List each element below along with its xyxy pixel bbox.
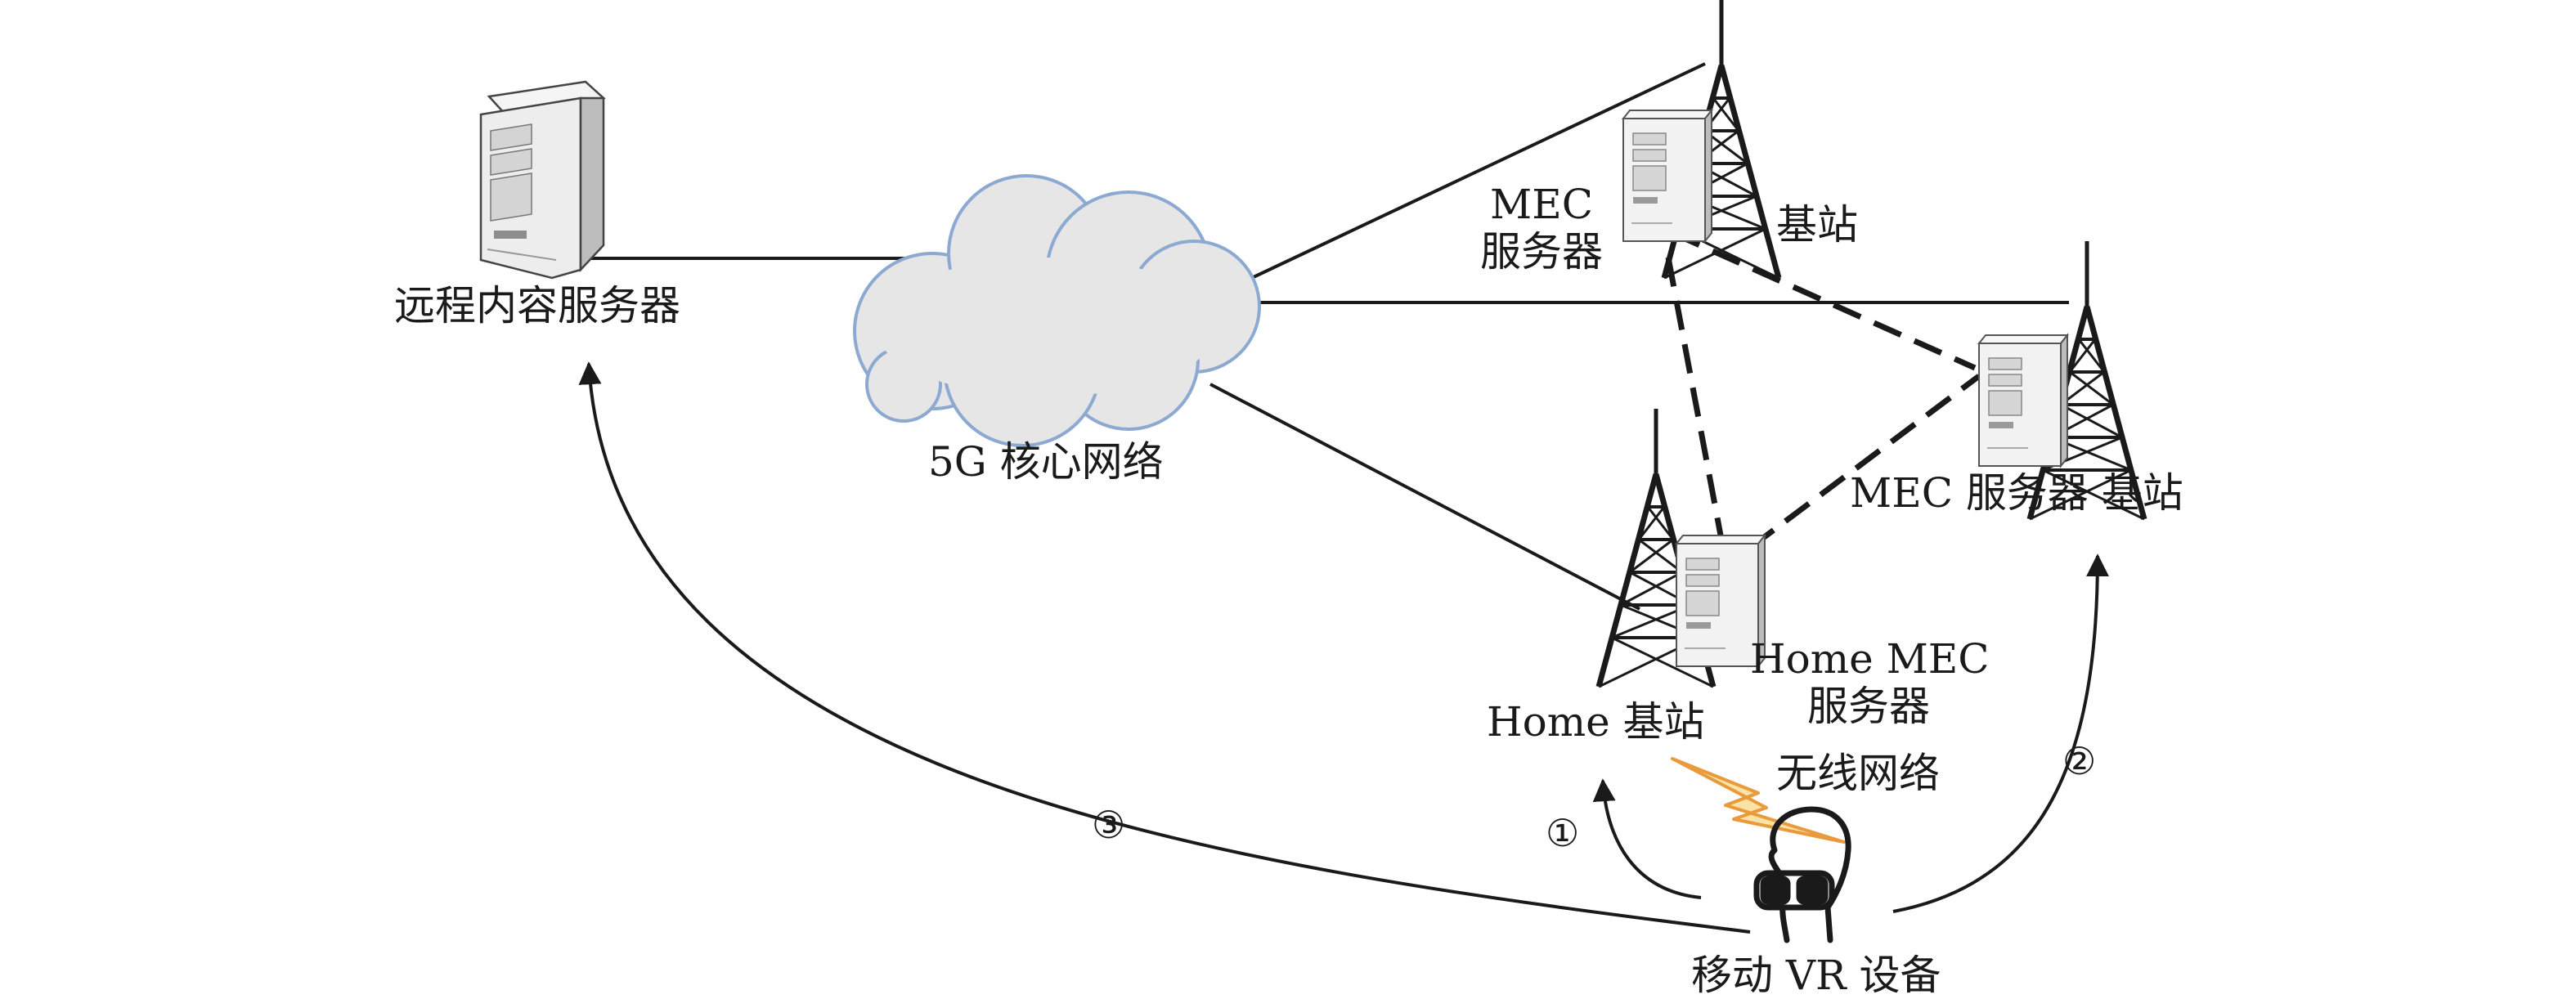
home-base-station-label: Home 基站 bbox=[1487, 698, 1705, 746]
top-base-station-label: 基站 bbox=[1776, 201, 1858, 249]
vr-device-label: 移动 VR 设备 bbox=[1691, 952, 1941, 999]
vr-headset-icon bbox=[1753, 806, 1851, 943]
top-mec-label: MEC 服务器 bbox=[1472, 181, 1611, 276]
server-icon bbox=[1978, 334, 2068, 467]
home-mec-label-line1: Home MEC bbox=[1750, 635, 1990, 683]
arrow-path-1 bbox=[1592, 778, 1702, 899]
path-3-marker: ③ bbox=[1092, 803, 1126, 847]
top-mec-label-line2: 服务器 bbox=[1480, 227, 1603, 276]
link-core-top-station bbox=[1242, 62, 1706, 284]
server-icon bbox=[479, 80, 606, 280]
arrow-path-2 bbox=[1892, 553, 2109, 913]
path-1-marker: ① bbox=[1546, 811, 1580, 855]
home-mec-label: Home MEC 服务器 bbox=[1750, 635, 1990, 730]
server-icon bbox=[1622, 110, 1712, 242]
arrow-path-3 bbox=[578, 361, 1751, 934]
home-mec-label-line2: 服务器 bbox=[1807, 682, 1930, 730]
link-core-home-station bbox=[1209, 383, 1640, 611]
top-mec-label-line1: MEC bbox=[1490, 181, 1593, 228]
link-mec-top-right bbox=[1671, 230, 1977, 371]
lightning-icon bbox=[1671, 757, 1846, 844]
right-mec-base-label: MEC 服务器 基站 bbox=[1850, 469, 2183, 517]
path-2-marker: ② bbox=[2062, 739, 2097, 783]
remote-server-label: 远程内容服务器 bbox=[394, 282, 680, 329]
core-network-label: 5G 核心网络 bbox=[928, 438, 1164, 486]
cloud-icon bbox=[853, 174, 1261, 447]
link-mec-top-home bbox=[1665, 257, 1725, 540]
wireless-network-label: 无线网络 bbox=[1776, 750, 1940, 797]
link-mec-home-right bbox=[1748, 374, 1981, 550]
